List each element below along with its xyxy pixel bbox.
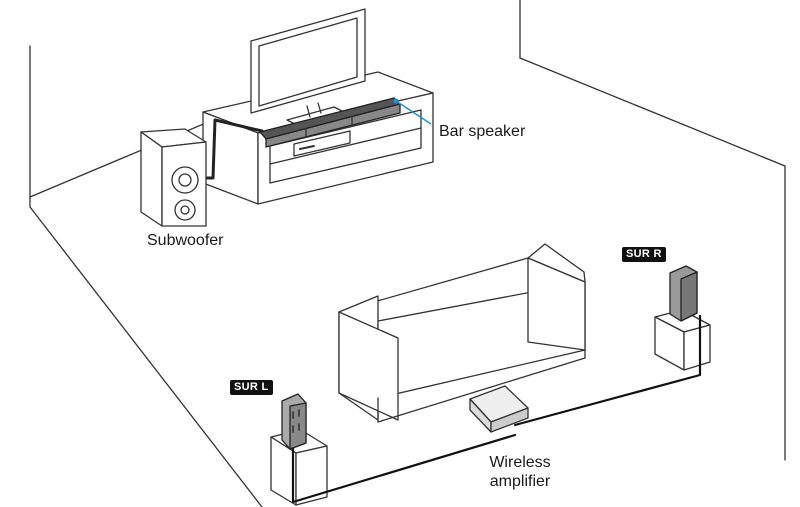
wireless-amplifier-label-line1: Wireless — [489, 454, 551, 471]
bar-speaker-leader — [393, 98, 432, 125]
speaker-cables — [291, 314, 702, 504]
room-outline — [29, 0, 786, 507]
sur-r-stand — [654, 309, 711, 371]
sur-l-badge: SUR L — [230, 380, 273, 395]
sur-r-badge: SUR R — [622, 247, 666, 262]
sofa — [338, 243, 586, 423]
bar-speaker-label: Bar speaker — [439, 123, 526, 140]
bar-speaker — [259, 97, 401, 148]
subwoofer-label: Subwoofer — [147, 232, 224, 249]
subwoofer — [140, 118, 264, 227]
wireless-amplifier — [469, 385, 529, 433]
sur-l-speaker — [281, 393, 307, 450]
sur-r-speaker — [669, 265, 698, 322]
wireless-amplifier-label: Wireless amplifier — [470, 453, 570, 491]
wireless-amplifier-label-line2: amplifier — [489, 473, 551, 490]
